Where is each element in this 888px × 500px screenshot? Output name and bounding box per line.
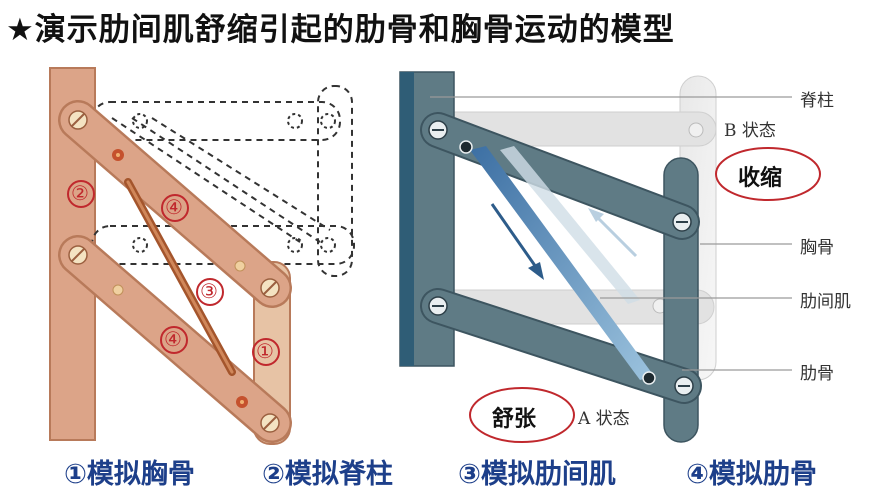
marker-3: ③ — [200, 279, 218, 303]
right-intercostal-band — [470, 146, 654, 380]
label-contract: 收缩 — [738, 166, 783, 191]
label-relax: 舒张 — [492, 407, 537, 432]
contract-oval — [715, 147, 821, 201]
relax-oval — [469, 387, 575, 443]
right-contract-arrow — [490, 203, 544, 280]
caption-rib: ④模拟肋骨 — [686, 459, 817, 490]
right-relax-arrow — [588, 208, 638, 258]
label-state-a: A 状态 — [578, 409, 630, 429]
label-intercostal: 肋间肌 — [800, 292, 851, 312]
left-intercostal-highlight — [126, 180, 234, 374]
left-model — [49, 67, 355, 445]
diagram-title: ★演示肋间肌舒缩引起的肋骨和胸骨运动的模型 — [6, 12, 675, 48]
marker-4-lower: ④ — [164, 327, 182, 351]
label-sternum: 胸骨 — [800, 238, 834, 258]
right-leader-lines — [430, 96, 792, 371]
right-screws — [428, 120, 694, 396]
marker-1: ① — [256, 339, 274, 363]
caption-sternum: ①模拟胸骨 — [64, 459, 195, 490]
marker-2: ② — [71, 181, 89, 205]
marker-4-upper: ④ — [165, 195, 183, 219]
caption-spine: ②模拟脊柱 — [262, 459, 393, 490]
right-model — [399, 71, 821, 443]
left-markers — [67, 180, 280, 366]
right-spine-shade — [400, 72, 414, 366]
left-screws — [68, 110, 280, 433]
label-rib: 肋骨 — [800, 364, 834, 384]
right-ghost-intercostal — [500, 146, 640, 304]
left-lower-rib-fill — [60, 237, 290, 441]
caption-intercostal: ③模拟肋间肌 — [458, 459, 616, 490]
label-spine: 脊柱 — [800, 91, 834, 111]
left-ghost-holes — [132, 113, 336, 253]
label-state-b: B 状态 — [724, 121, 776, 141]
right-upper-rib-fill — [422, 114, 698, 238]
left-upper-rib-fill — [60, 102, 290, 306]
